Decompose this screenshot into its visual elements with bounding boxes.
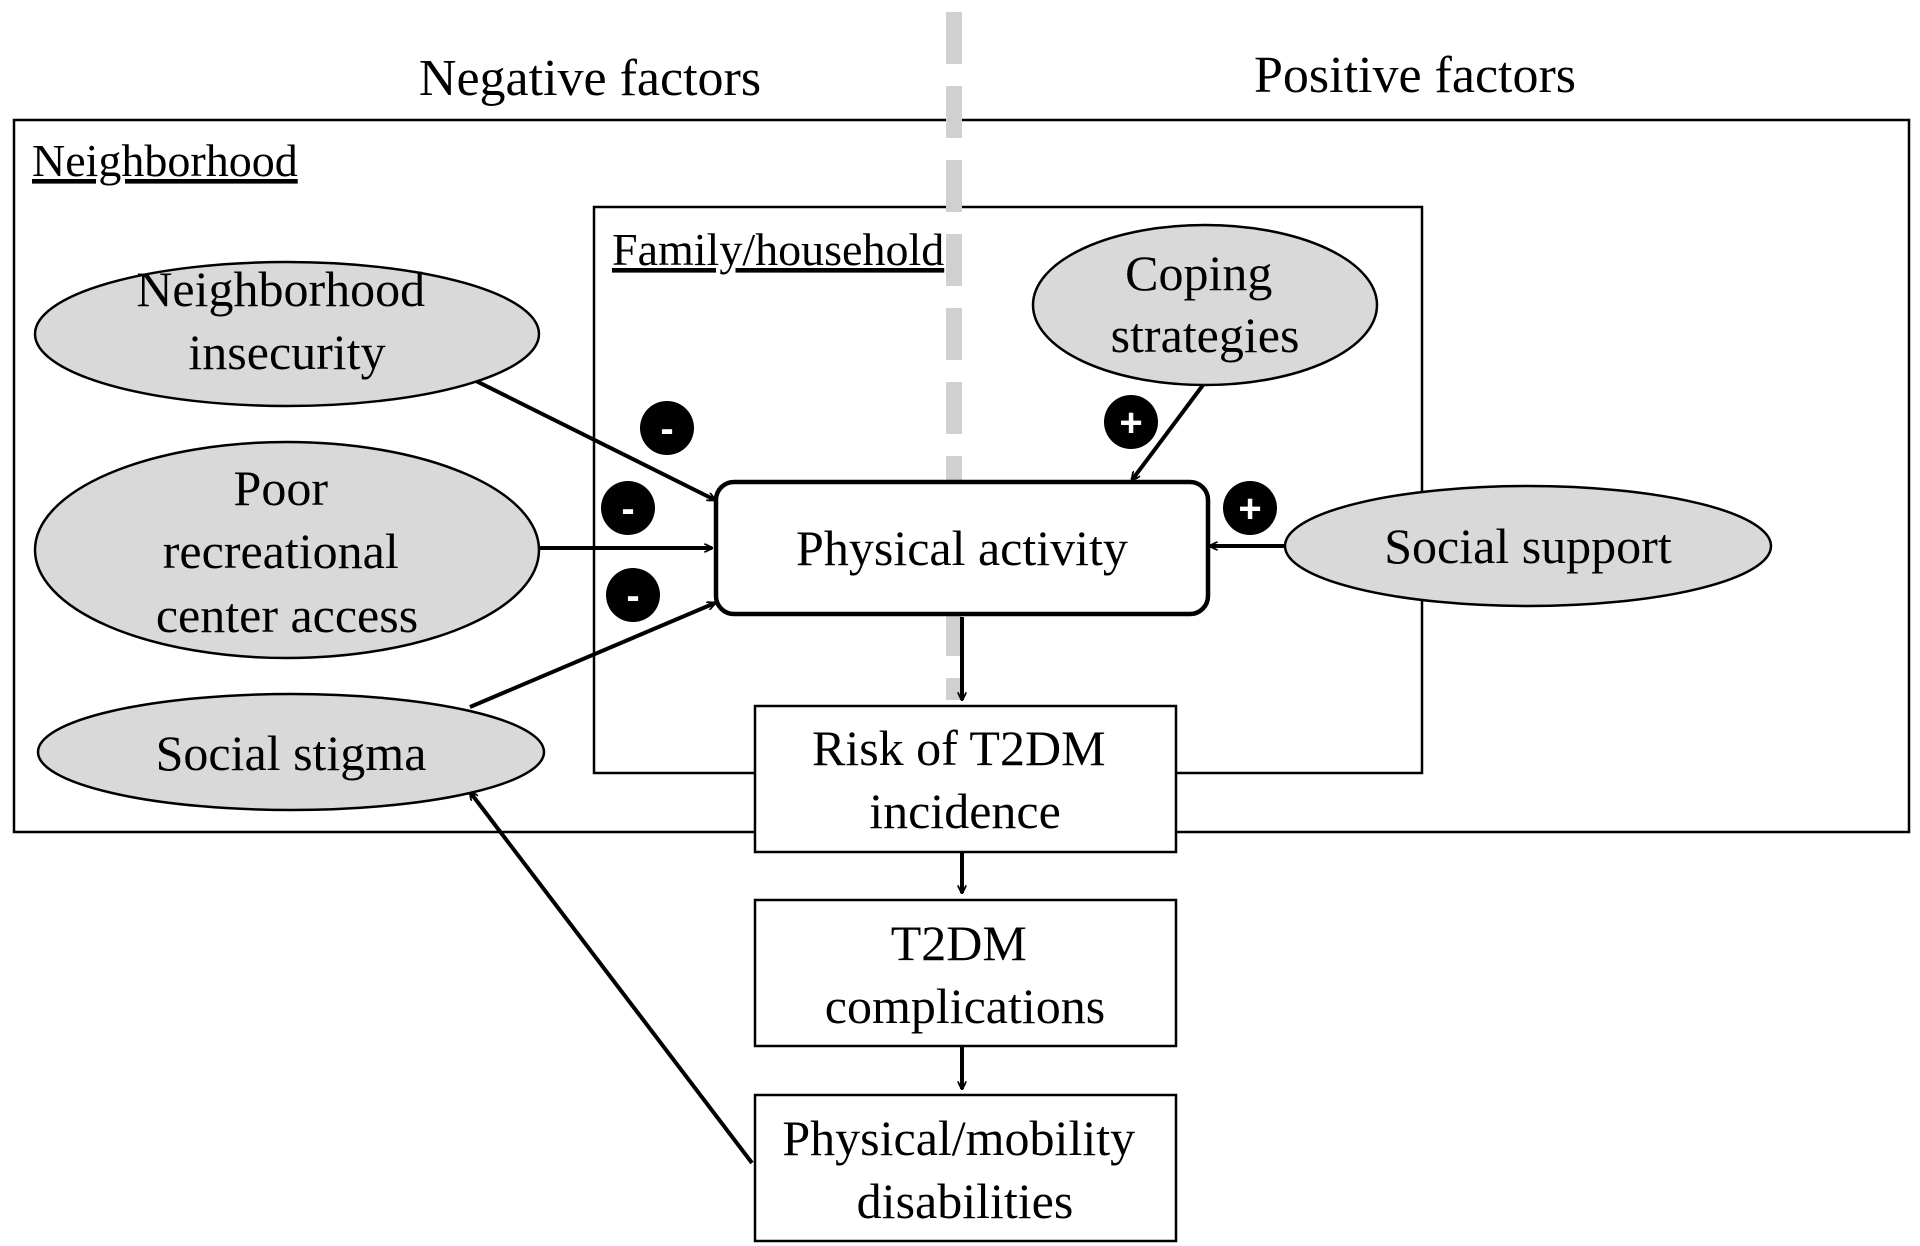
- coping-strategies-node: [1031, 223, 1379, 387]
- edge-coping-to-activity: [1132, 383, 1205, 480]
- plus-badge-coping: +: [1104, 395, 1158, 449]
- social-stigma-label: Social stigma: [156, 725, 427, 781]
- svg-text:-: -: [621, 487, 634, 531]
- plus-badge-support: +: [1223, 481, 1277, 535]
- physical-mobility-disabilities-node: [753, 1093, 1178, 1243]
- edges-layer: [469, 376, 1285, 1165]
- coping-strategies-label: Coping strategies: [1111, 245, 1300, 363]
- edge-disabilities-to-stigma: [470, 792, 754, 1165]
- neighborhood-insecurity-label: Neighborhood insecurity: [136, 261, 437, 380]
- negative-factors-header: Negative factors: [419, 50, 761, 107]
- risk-t2dm-incidence-label: Risk of T2DM incidence: [812, 720, 1118, 839]
- neighborhood-label: Neighborhood: [32, 135, 298, 186]
- physical-activity-node: [713, 479, 1211, 617]
- social-support-label: Social support: [1384, 518, 1672, 574]
- neighborhood-insecurity-node: [33, 260, 541, 408]
- family-household-label: Family/household: [612, 224, 944, 275]
- physical-mobility-disabilities-label: Physical/mobility disabilities: [782, 1110, 1147, 1229]
- poor-recreational-access-label: Poor recreational center access: [156, 460, 418, 643]
- t2dm-complications-label: T2DM complications: [825, 915, 1106, 1034]
- poor-recreational-access-node: [33, 440, 541, 660]
- social-stigma-node: [36, 692, 546, 812]
- svg-text:-: -: [626, 574, 639, 618]
- minus-badge-insecurity: -: [640, 401, 694, 455]
- svg-text:+: +: [1119, 401, 1142, 445]
- positive-factors-header: Positive factors: [1254, 47, 1576, 104]
- t2dm-complications-node: [753, 898, 1178, 1048]
- svg-text:-: -: [660, 407, 673, 451]
- risk-t2dm-incidence-node: [753, 704, 1178, 854]
- physical-activity-label: Physical activity: [796, 520, 1128, 576]
- svg-text:+: +: [1238, 487, 1261, 531]
- edge-insecurity-to-activity: [469, 376, 715, 502]
- minus-badge-recreational: -: [601, 481, 655, 535]
- minus-badge-stigma: -: [606, 568, 660, 622]
- social-support-node: [1283, 484, 1773, 608]
- edge-stigma-to-activity: [469, 603, 715, 709]
